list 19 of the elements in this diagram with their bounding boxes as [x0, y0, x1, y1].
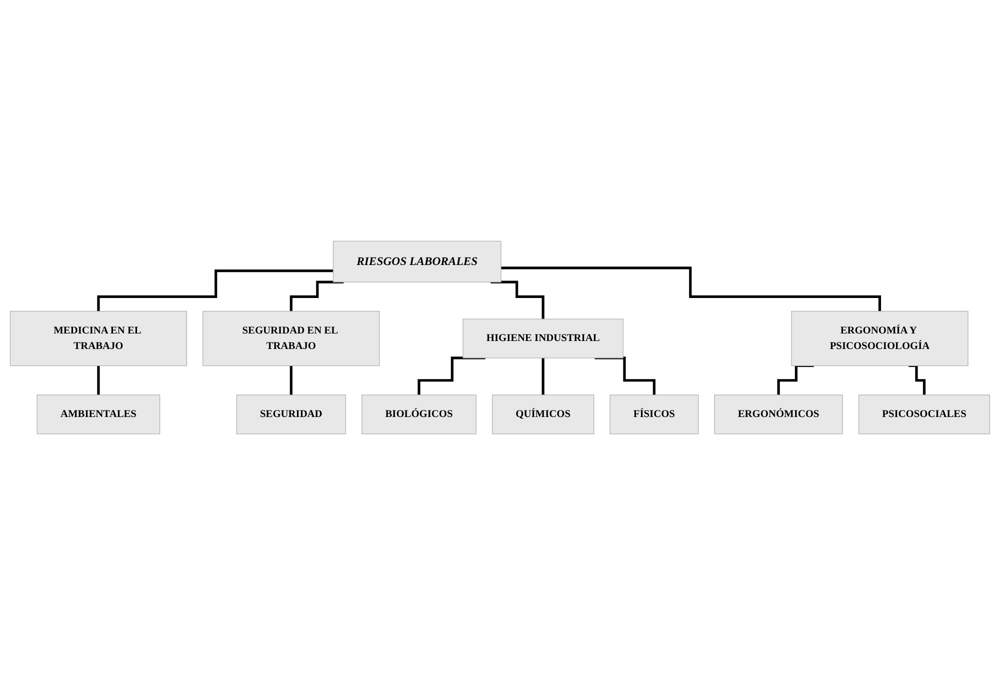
node-box: PSICOSOCIALES [858, 395, 990, 435]
node-box: HIGIENE INDUSTRIAL [462, 319, 624, 359]
connector [97, 364, 100, 397]
node-box: MEDICINA EN EL TRABAJO [10, 311, 188, 367]
node-box: RIESGOS LABORALES [332, 241, 502, 283]
node-box: AMBIENTALES [36, 395, 160, 435]
connector [501, 267, 882, 314]
connector [97, 270, 334, 314]
node-box: BIOLÓGICOS [362, 395, 476, 435]
node-box: SEGURIDAD [236, 395, 346, 435]
node-box: QUÍMICOS [492, 395, 594, 435]
connector [290, 364, 292, 397]
connector [418, 357, 486, 397]
node-box: FÍSICOS [610, 395, 699, 435]
connector [594, 357, 656, 397]
node-box: SEGURIDAD EN EL TRABAJO [202, 311, 380, 367]
node-box: ERGONOMÍA Y PSICOSOCIOLOGÍA [791, 311, 968, 367]
connector [542, 357, 544, 397]
node-box: ERGONÓMICOS [714, 395, 843, 435]
